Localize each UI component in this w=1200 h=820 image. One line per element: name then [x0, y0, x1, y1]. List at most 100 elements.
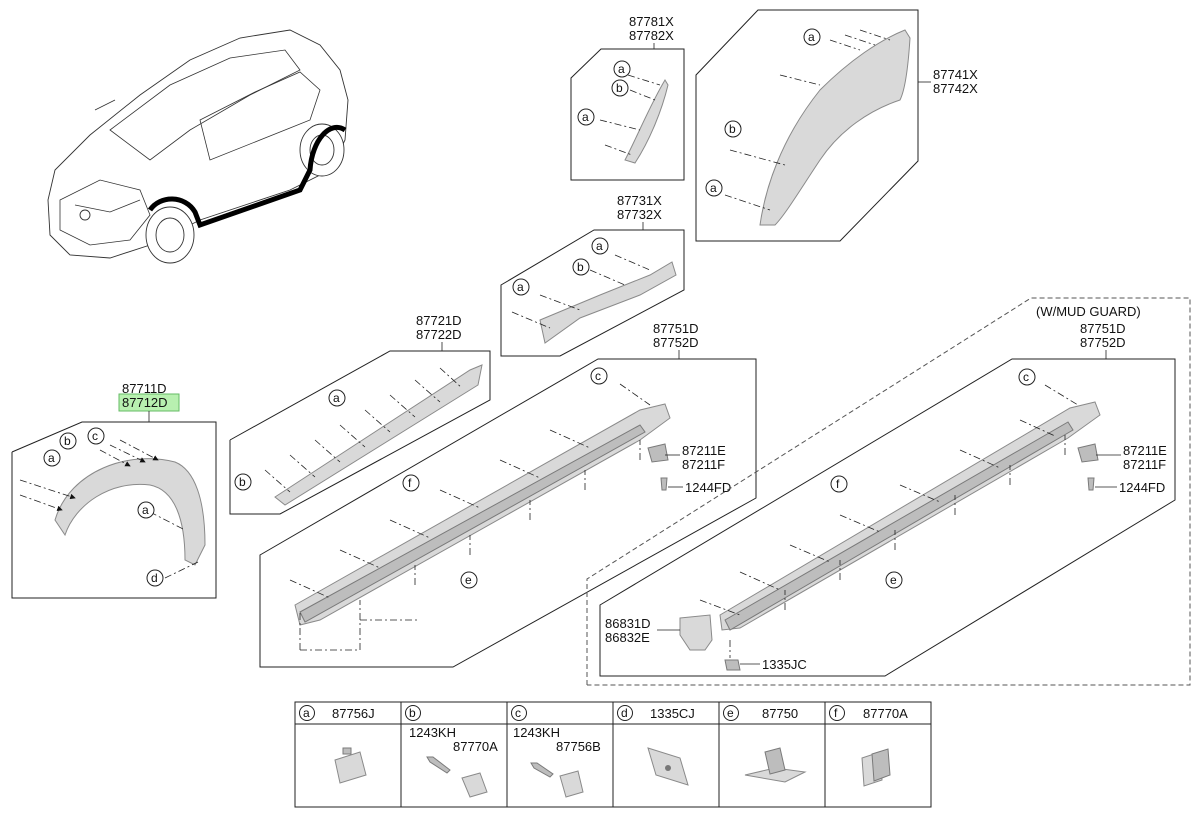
callout-a: a: [613, 60, 631, 78]
callout-a: a: [803, 28, 821, 46]
part-number-87741x[interactable]: 87741X: [933, 67, 978, 82]
vehicle-illustration: [47, 29, 349, 264]
bracket-87211: [1077, 443, 1099, 463]
legend-part-87750: 87750: [762, 706, 798, 721]
clip-icon: [559, 770, 584, 798]
part-number-87742x[interactable]: 87742X: [933, 81, 978, 96]
svg-text:a: a: [596, 239, 603, 253]
legend-part-87770a: 87770A: [863, 706, 908, 721]
svg-text:a: a: [142, 503, 149, 517]
screw-1244fd: [1087, 477, 1095, 491]
legend-cell-a[interactable]: a 87756J: [299, 705, 375, 784]
part-number-87211f[interactable]: 87211F: [682, 457, 725, 472]
mudguard-header: (W/MUD GUARD): [1036, 304, 1141, 319]
part-number-87712d[interactable]: 87712D: [122, 395, 168, 410]
legend-part-1243kh: 1243KH: [409, 725, 456, 740]
mud-guard: [679, 614, 713, 651]
svg-text:d: d: [621, 706, 628, 720]
svg-text:b: b: [409, 706, 416, 720]
group-front-fender: 87711D 87712D a b c a d: [11, 381, 217, 599]
svg-text:e: e: [727, 706, 734, 720]
callout-a: a: [591, 237, 609, 255]
fastener-legend-table: a 87756J b 1243KH 87770A c 1243KH 87756B…: [294, 701, 932, 808]
callout-a: a: [577, 108, 595, 126]
callout-c: c: [87, 427, 105, 445]
part-number-87751d[interactable]: 87751D: [653, 321, 699, 336]
svg-text:b: b: [577, 260, 584, 274]
part-number-87721d[interactable]: 87721D: [416, 313, 462, 328]
callout-a: a: [328, 389, 346, 407]
part-number-87752d[interactable]: 87752D: [653, 335, 699, 350]
group-side-sill: 87751D 87752D 87211E 87211F: [259, 321, 757, 668]
clip-icon: [334, 751, 367, 784]
legend-part-87770a: 87770A: [453, 739, 498, 754]
bracket-87211: [647, 443, 669, 463]
svg-text:c: c: [515, 706, 521, 720]
legend-cell-e[interactable]: e 87750: [723, 705, 807, 783]
part-number-1244fd[interactable]: 1244FD: [685, 480, 731, 495]
part-number-1244fd[interactable]: 1244FD: [1119, 480, 1165, 495]
dash-leaders: [699, 384, 1079, 658]
svg-text:a: a: [808, 30, 815, 44]
svg-text:c: c: [595, 369, 601, 383]
part-number-87711d[interactable]: 87711D: [122, 381, 167, 396]
part-number-87752d[interactable]: 87752D: [1080, 335, 1126, 350]
part-number-87782x[interactable]: 87782X: [629, 28, 674, 43]
svg-text:d: d: [151, 571, 158, 585]
part-number-87731x[interactable]: 87731X: [617, 193, 662, 208]
svg-text:f: f: [408, 476, 412, 490]
part-number-87211e[interactable]: 87211E: [682, 443, 726, 458]
svg-text:f: f: [836, 477, 840, 491]
callout-e: e: [460, 571, 478, 589]
svg-text:a: a: [582, 110, 589, 124]
callout-b: b: [572, 258, 590, 276]
dash-leaders: [264, 367, 463, 493]
part-number-86832e[interactable]: 86832E: [605, 630, 650, 645]
door-garnish-lower: [539, 261, 677, 344]
svg-text:b: b: [616, 81, 623, 95]
callout-c: c: [1018, 368, 1036, 386]
part-number-87722d[interactable]: 87722D: [416, 327, 462, 342]
rear-fender-flare: [759, 29, 911, 226]
svg-text:c: c: [92, 429, 98, 443]
svg-text:c: c: [1023, 370, 1029, 384]
svg-text:e: e: [465, 573, 472, 587]
part-number-87781x[interactable]: 87781X: [629, 14, 674, 29]
legend-cell-d[interactable]: d 1335CJ: [617, 705, 695, 786]
callout-b: b: [59, 432, 77, 450]
part-number-87732x[interactable]: 87732X: [617, 207, 662, 222]
group-side-sill-mudguard: (W/MUD GUARD) 87751D 87752D: [586, 297, 1191, 686]
legend-cell-b[interactable]: b 1243KH 87770A: [405, 705, 499, 798]
svg-text:a: a: [303, 706, 310, 720]
callout-d: d: [146, 569, 164, 587]
svg-text:a: a: [618, 62, 625, 76]
group-rocker-mid: 87731X 87732X a b a: [500, 193, 685, 357]
callout-b: b: [724, 120, 742, 138]
screw-icon: [530, 762, 554, 778]
part-number-1335jc[interactable]: 1335JC: [762, 657, 807, 672]
part-number-87211f[interactable]: 87211F: [1123, 457, 1166, 472]
svg-text:e: e: [890, 573, 897, 587]
callout-b: b: [611, 79, 629, 97]
callout-c: c: [590, 367, 608, 385]
svg-text:b: b: [729, 122, 736, 136]
callout-f: f: [402, 474, 420, 492]
legend-part-87756b: 87756B: [556, 739, 601, 754]
legend-cell-f[interactable]: f 87770A: [829, 705, 909, 787]
callout-a: a: [512, 278, 530, 296]
svg-text:a: a: [517, 280, 524, 294]
part-number-87751d[interactable]: 87751D: [1080, 321, 1126, 336]
group-rear-fender: 87741X 87742X a b a: [695, 9, 978, 242]
part-number-87211e[interactable]: 87211E: [1123, 443, 1167, 458]
group-quarter-small: 87781X 87782X a b a: [570, 14, 685, 181]
side-garnish-upper: [274, 364, 483, 506]
part-number-86831d[interactable]: 86831D: [605, 616, 651, 631]
callout-a: a: [43, 449, 61, 467]
svg-text:a: a: [710, 181, 717, 195]
callout-a: a: [137, 501, 155, 519]
svg-text:a: a: [48, 451, 55, 465]
callout-a: a: [705, 179, 723, 197]
legend-cell-c[interactable]: c 1243KH 87756B: [511, 705, 601, 798]
callout-e: e: [885, 571, 903, 589]
